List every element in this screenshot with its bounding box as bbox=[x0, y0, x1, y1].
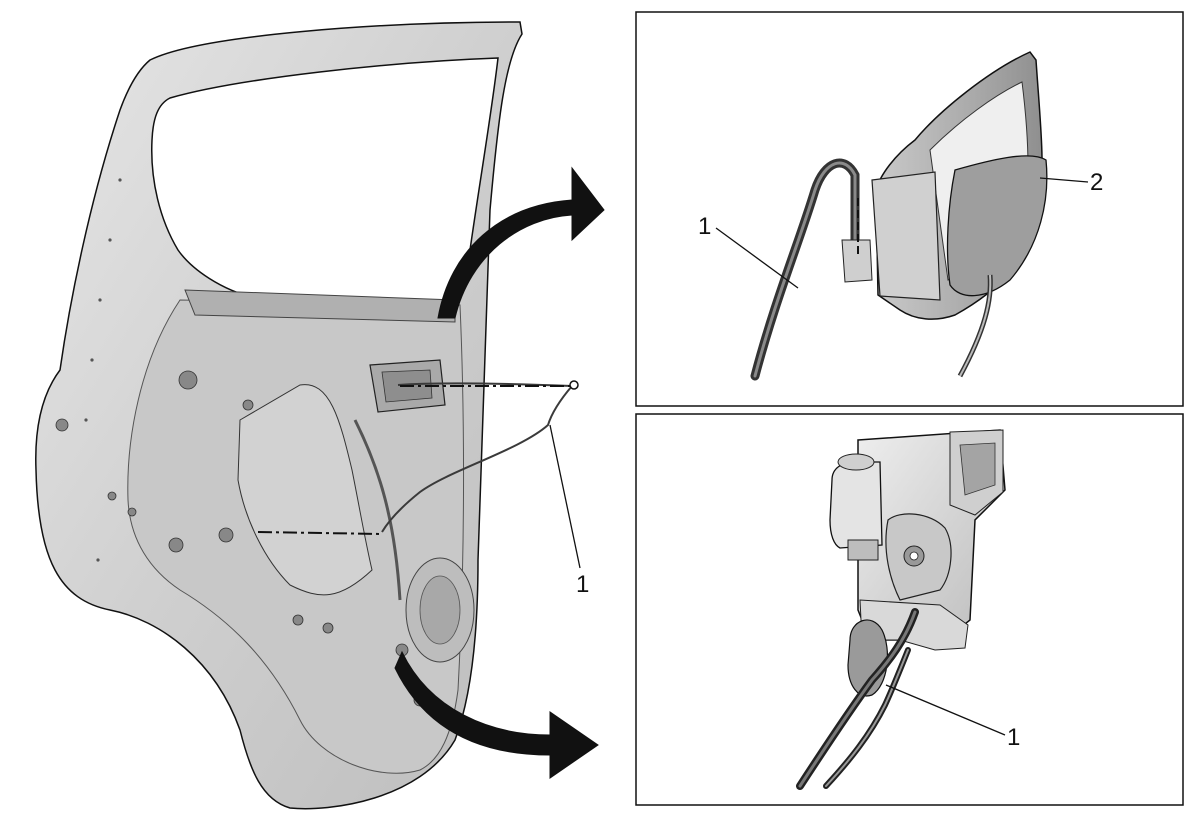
handle-callout: 2 bbox=[1090, 169, 1103, 196]
latch-cable-callout: 1 bbox=[1007, 724, 1020, 751]
latch-detail-panel: 1 bbox=[635, 413, 1184, 806]
door-cable-leader bbox=[549, 424, 581, 569]
door-trim-pad bbox=[237, 384, 373, 596]
handle-detail-panel: 1 2 bbox=[635, 11, 1184, 407]
arrow-to-handle-view bbox=[437, 166, 605, 319]
handle-cable-leader bbox=[715, 227, 799, 289]
mounting-holes bbox=[55, 370, 427, 707]
latch-cable-leader bbox=[885, 684, 1006, 736]
door-release-cable bbox=[381, 382, 575, 533]
electrical-connector bbox=[847, 539, 879, 561]
handle-cable-callout: 1 bbox=[698, 213, 711, 240]
belt-reinforcement bbox=[184, 289, 456, 323]
edge-marks bbox=[84, 178, 122, 562]
window-opening bbox=[150, 57, 499, 301]
lock-actuator bbox=[829, 461, 883, 549]
handle-base bbox=[871, 171, 941, 301]
door-panel-view: 1 bbox=[35, 21, 589, 810]
handle-leader bbox=[1039, 177, 1089, 183]
inside-handle-lever bbox=[946, 155, 1048, 297]
cable-dash-lower bbox=[257, 531, 383, 535]
arrow-to-latch-view bbox=[394, 650, 599, 779]
regulator-rail bbox=[353, 419, 402, 601]
door-cable-callout: 1 bbox=[576, 571, 589, 598]
cable-end-fitting bbox=[841, 239, 873, 283]
